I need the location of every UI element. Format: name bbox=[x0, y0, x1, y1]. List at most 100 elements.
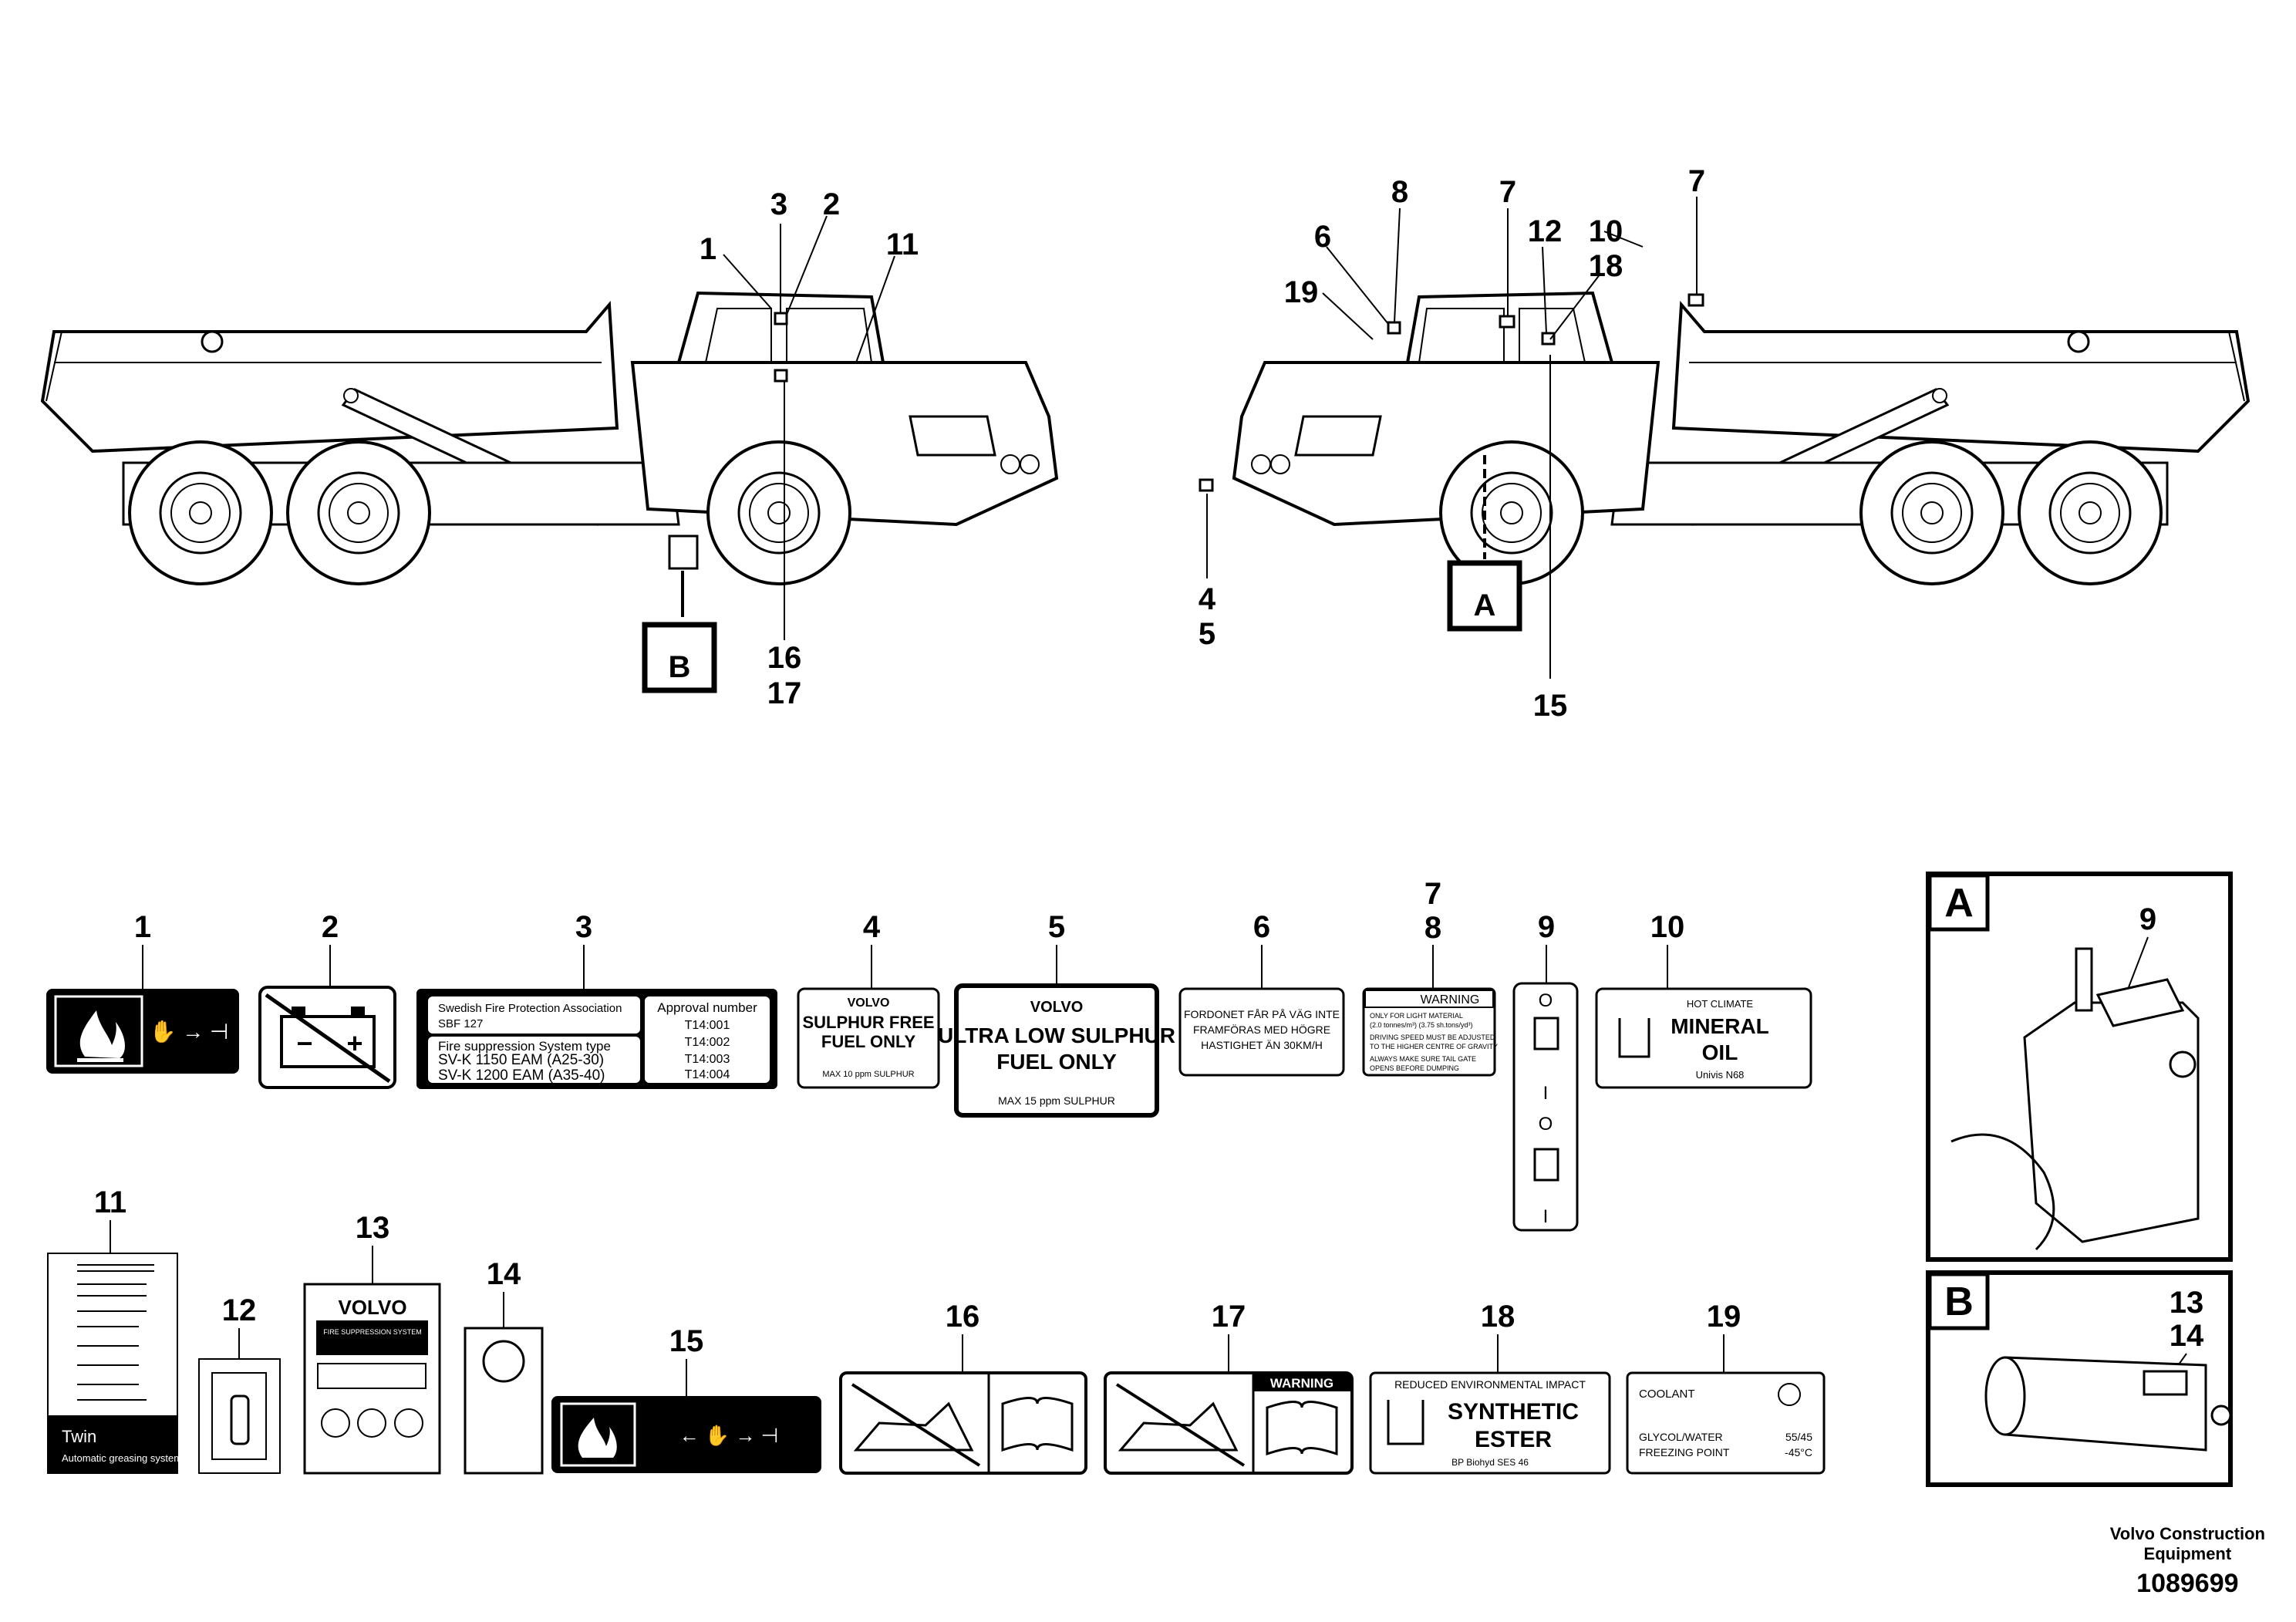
decal-2-number: 2 bbox=[322, 910, 339, 944]
callout-12: 12 bbox=[1528, 214, 1563, 248]
l7-t5: ALWAYS MAKE SURE TAIL GATE bbox=[1370, 1055, 1476, 1063]
l6-text3: HASTIGHET ÄN 30KM/H bbox=[1201, 1039, 1323, 1051]
detail-b-callout-13: 13 bbox=[2170, 1286, 2204, 1320]
l11-sub: Automatic greasing system bbox=[62, 1452, 182, 1464]
callout-1: 1 bbox=[700, 232, 716, 266]
decal-18: 18 REDUCED ENVIRONMENTAL IMPACT SYNTHETI… bbox=[1369, 1300, 1611, 1475]
callout-4: 4 bbox=[1199, 582, 1216, 616]
l3-sys1: SV-K 1150 EAM (A25-30) bbox=[438, 1052, 604, 1068]
decal-1-number: 1 bbox=[134, 910, 151, 944]
decal-16: 16 bbox=[839, 1300, 1087, 1475]
detail-b-decal bbox=[2143, 1370, 2188, 1396]
callout-3: 3 bbox=[770, 187, 787, 221]
l3-approval-3: T14:003 bbox=[685, 1053, 730, 1066]
l9-i1: I bbox=[1543, 1083, 1549, 1104]
l3-approval-2: T14:002 bbox=[685, 1036, 730, 1049]
callout-2: 2 bbox=[823, 187, 840, 221]
oil-drop-icon bbox=[1618, 1018, 1650, 1058]
l10-line1: MINERAL bbox=[1671, 1014, 1769, 1038]
flame-icon-2 bbox=[578, 1418, 617, 1458]
l5-small: MAX 15 ppm SULPHUR bbox=[998, 1094, 1115, 1107]
detail-b-panel: B 13 14 bbox=[1926, 1270, 2233, 1487]
detail-b-letter: B bbox=[1944, 1280, 1974, 1324]
l4-line2: FUEL ONLY bbox=[821, 1032, 916, 1051]
oil-drop-icon-2 bbox=[1387, 1400, 1424, 1445]
decal-3-number: 3 bbox=[575, 910, 592, 944]
callout-19: 19 bbox=[1284, 275, 1319, 309]
l11-brand: Twin bbox=[62, 1427, 96, 1446]
callout-18: 18 bbox=[1589, 249, 1623, 283]
decal-14-number: 14 bbox=[487, 1257, 521, 1291]
flame-icon bbox=[79, 1010, 125, 1058]
decal-17-number: 17 bbox=[1212, 1300, 1246, 1334]
l7-head: WARNING bbox=[1421, 993, 1480, 1007]
l13-title: FIRE SUPPRESSION SYSTEM bbox=[323, 1328, 422, 1336]
hand-arrows-icon: ← ✋ → ⊣ bbox=[679, 1424, 779, 1447]
l5-line1: ULTRA LOW SULPHUR bbox=[938, 1023, 1175, 1047]
detail-b-callout-14: 14 bbox=[2170, 1319, 2204, 1353]
detail-b-marker-letter: B bbox=[669, 650, 691, 684]
l7-t1: ONLY FOR LIGHT MATERIAL bbox=[1370, 1012, 1463, 1020]
detail-b-marker bbox=[642, 622, 717, 693]
l7-t2: (2.0 tonnes/m³) (3.75 sh.tons/yd³) bbox=[1370, 1021, 1473, 1029]
l17-head: WARNING bbox=[1270, 1376, 1333, 1391]
decal-19-number: 19 bbox=[1707, 1300, 1741, 1334]
l6-text2: FRAMFÖRAS MED HÖGRE bbox=[1193, 1023, 1330, 1036]
machine-icon bbox=[1533, 1017, 1559, 1050]
right-truck-illustration: A 6 19 8 7 12 10 18 7 4 5 15 bbox=[1199, 164, 2248, 723]
l4-small: MAX 10 ppm SULPHUR bbox=[822, 1070, 914, 1079]
decal-8-number: 8 bbox=[1424, 911, 1441, 945]
l9-i2: I bbox=[1543, 1206, 1549, 1227]
detail-a-callout: 9 bbox=[2139, 902, 2156, 936]
l3-approval-1: T14:001 bbox=[685, 1019, 730, 1032]
l10-sub: Univis N68 bbox=[1696, 1069, 1745, 1081]
footer: Volvo Construction Equipment 1089699 bbox=[2110, 1524, 2265, 1599]
detail-a-decal bbox=[2095, 978, 2185, 1027]
decal-5: 5 VOLVO ULTRA LOW SULPHUR FUEL ONLY MAX … bbox=[938, 910, 1175, 1118]
l18-head: REDUCED ENVIRONMENTAL IMPACT bbox=[1394, 1378, 1586, 1391]
callout-5: 5 bbox=[1199, 617, 1215, 651]
l6-text1: FORDONET FÅR PÅ VÄG INTE bbox=[1184, 1008, 1340, 1020]
manual-book-icon bbox=[1001, 1397, 1074, 1452]
callout-15: 15 bbox=[1533, 689, 1568, 723]
l7-t3: DRIVING SPEED MUST BE ADJUSTED bbox=[1370, 1034, 1495, 1041]
l5-brand: VOLVO bbox=[1030, 999, 1084, 1016]
l18-sub: BP Biohyd SES 46 bbox=[1451, 1457, 1529, 1468]
l19-r2v: -45°C bbox=[1785, 1446, 1812, 1458]
detail-a-marker bbox=[1447, 560, 1522, 632]
l9-o1: O bbox=[1539, 990, 1553, 1011]
manual-book-icon-2 bbox=[1266, 1401, 1338, 1456]
l18-line2: ESTER bbox=[1475, 1427, 1552, 1452]
detail-a-letter: A bbox=[1944, 881, 1974, 926]
decal-10: 10 HOT CLIMATE MINERAL OIL Univis N68 bbox=[1595, 910, 1812, 1089]
decal-13-number: 13 bbox=[356, 1211, 390, 1245]
svg-text:−: − bbox=[296, 1027, 312, 1059]
decal-4: 4 VOLVO SULPHUR FREE FUEL ONLY MAX 10 pp… bbox=[797, 910, 940, 1089]
callout-17: 17 bbox=[767, 676, 802, 710]
callout-11: 11 bbox=[886, 228, 919, 261]
decal-11-number: 11 bbox=[94, 1185, 126, 1219]
l7-t4: TO THE HIGHER CENTRE OF GRAVITY bbox=[1370, 1043, 1498, 1050]
l3-sys-title: Fire suppression System type bbox=[438, 1039, 611, 1054]
l9-o2: O bbox=[1539, 1114, 1553, 1135]
decal-7-8: 7 8 WARNING ONLY FOR LIGHT MATERIAL (2.0… bbox=[1362, 877, 1498, 1077]
decal-12-number: 12 bbox=[222, 1293, 257, 1327]
l19-r1k: GLYCOL/WATER bbox=[1639, 1431, 1723, 1443]
callout-8: 8 bbox=[1391, 175, 1408, 209]
decal-9: 9 O I O I bbox=[1512, 910, 1579, 1232]
coolant-icon bbox=[1778, 1383, 1801, 1406]
l3-org: Swedish Fire Protection Association bbox=[438, 1002, 622, 1015]
decal-13: 13 VOLVO FIRE SUPPRESSION SYSTEM bbox=[303, 1211, 441, 1475]
l18-line1: SYNTHETIC bbox=[1448, 1399, 1579, 1425]
l3-sys2: SV-K 1200 EAM (A35-40) bbox=[438, 1067, 605, 1084]
decal-7-number: 7 bbox=[1424, 877, 1441, 911]
callout-7-cab: 7 bbox=[1499, 175, 1516, 209]
document-number: 1089699 bbox=[2136, 1569, 2239, 1598]
company-line-2: Equipment bbox=[2143, 1544, 2232, 1563]
callout-16: 16 bbox=[767, 641, 802, 675]
hand-arrow-icon: ✋ → ⊣ bbox=[150, 1019, 229, 1044]
l19-head: COOLANT bbox=[1639, 1388, 1695, 1401]
decal-18-number: 18 bbox=[1481, 1300, 1515, 1334]
l3-approval-4: T14:004 bbox=[685, 1068, 730, 1081]
decal-16-number: 16 bbox=[946, 1300, 980, 1334]
